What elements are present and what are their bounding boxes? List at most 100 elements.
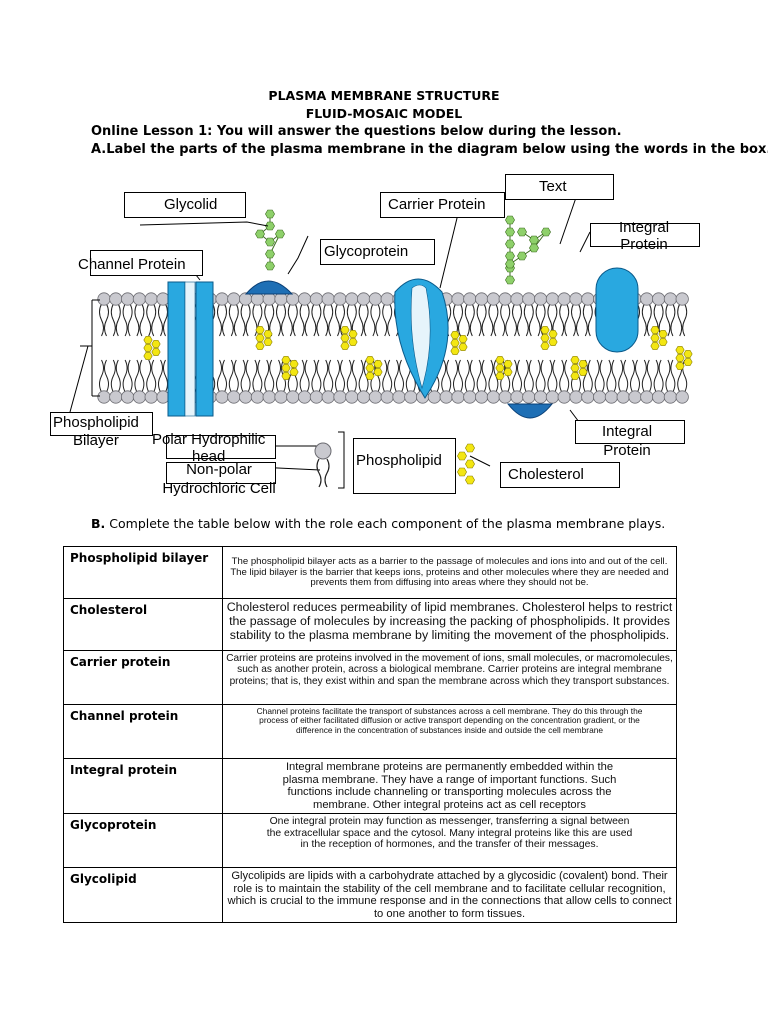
lipid-tail (512, 303, 522, 337)
phospholipid-bilayer-label: Phospholipid Bilayer (53, 414, 139, 449)
text-label-box[interactable] (505, 174, 614, 200)
cholesterol-molecule (151, 340, 161, 348)
phospholipid-head (581, 390, 595, 404)
section-b-text: Complete the table below with the role e… (109, 516, 666, 531)
phospholipid-head (451, 292, 465, 306)
polar-head-label-box[interactable] (166, 435, 276, 459)
table-row: Phospholipid bilayer The phospholipid bi… (63, 546, 677, 599)
lipid-tail (99, 359, 109, 393)
lipid-tail (677, 303, 688, 337)
component-role[interactable]: The phospholipid bilayer acts as a barri… (222, 546, 677, 599)
phospholipid-head (439, 390, 453, 404)
section-a-prefix: A. (91, 142, 107, 157)
sugar-unit (517, 227, 527, 237)
cholesterol-label: Cholesterol (508, 466, 584, 483)
cholesterol-molecule (373, 360, 383, 368)
phospholipid-head (297, 292, 312, 306)
lipid-tail (464, 303, 475, 337)
cholesterol-label-box[interactable] (500, 462, 620, 488)
membrane-illustration (69, 185, 693, 489)
lipid-tail (523, 359, 534, 393)
component-role[interactable]: Cholesterol reduces permeability of lipi… (222, 598, 677, 651)
glycoprotein-label-box[interactable] (320, 239, 435, 265)
phospholipid-head (404, 390, 418, 404)
phospholipid-head (557, 390, 571, 404)
lipid-tail (606, 359, 617, 393)
cholesterol-sample (465, 475, 475, 485)
phospholipid-head (132, 292, 147, 306)
component-role[interactable]: Integral membrane proteins are permanent… (222, 757, 677, 815)
lipid-tail (264, 359, 275, 393)
sugar-unit (505, 275, 515, 285)
component-role[interactable]: Channel proteins facilitate the transpor… (222, 704, 677, 759)
cholesterol-molecule (143, 336, 153, 344)
phospholipid-head (522, 390, 536, 404)
cholesterol-molecule (281, 372, 291, 380)
lipid-tail (512, 359, 522, 393)
cholesterol-molecule (683, 350, 693, 358)
table-row: Integral protein Integral membrane prote… (63, 757, 677, 815)
phospholipid-head (451, 390, 465, 404)
phospholipid-head (144, 292, 158, 306)
cholesterol-molecule (255, 342, 265, 350)
polar-head-line2: head (192, 447, 226, 465)
cholesterol-molecule (289, 368, 299, 376)
phospholipid-head (97, 390, 111, 404)
phospholipid-head (592, 390, 607, 404)
sugar-unit (275, 229, 285, 239)
cholesterol-molecule (340, 342, 350, 350)
phospholipid-bilayer-line1: Phospholipid (53, 414, 139, 431)
phospholipid-head (262, 390, 276, 404)
cholesterol-molecule (281, 356, 291, 364)
cholesterol-molecule (675, 362, 685, 370)
component-role[interactable]: Carrier proteins are proteins involved i… (222, 650, 677, 705)
cholesterol-molecule (578, 368, 588, 376)
lipid-tail (476, 303, 487, 337)
phospholipid-head (239, 390, 253, 404)
cholesterol-molecule (348, 330, 358, 338)
phospholipid-label-box[interactable] (353, 438, 456, 494)
cholesterol-molecule (548, 330, 558, 338)
phospholipid-head (321, 292, 335, 306)
polar-head-label: Polar Hydrophilic head (152, 431, 265, 465)
cholesterol-molecule (263, 330, 273, 338)
lipid-tail (500, 303, 511, 337)
phospholipid-bilayer-label-box[interactable] (50, 412, 153, 436)
phospholipid-head (427, 390, 441, 404)
integral-protein-bottom-box[interactable] (575, 420, 685, 444)
component-role[interactable]: Glycolipids are lipids with a carbohydra… (222, 867, 677, 924)
phospholipid-head (557, 292, 571, 306)
lipid-tail (122, 359, 133, 393)
phospholipid-head (321, 390, 335, 404)
cholesterol-molecule (658, 338, 668, 346)
phospholipid-head (97, 292, 111, 306)
cholesterol-molecule (458, 343, 468, 351)
sugar-unit (265, 261, 275, 271)
lipid-tail (453, 359, 463, 393)
component-role[interactable]: One integral protein may function as mes… (222, 813, 677, 869)
lipid-tail (382, 359, 393, 393)
sugar-unit (505, 251, 515, 261)
phospholipid-head (498, 390, 512, 404)
cholesterol-molecule (675, 346, 685, 354)
integral-protein-bottom-line1: Integral (602, 423, 653, 440)
integral-protein-top-box[interactable] (590, 223, 700, 247)
phospholipid-head (368, 390, 382, 404)
channel-protein-label: Channel Protein (78, 256, 186, 273)
nonpolar-label-box[interactable] (166, 462, 276, 484)
carrier-protein-label-box[interactable] (380, 192, 505, 218)
lipid-tail (110, 303, 121, 337)
lipid-tail (335, 303, 345, 337)
phospholipid-head (510, 390, 524, 404)
integral-protein-top-line2: Protein (620, 235, 668, 253)
phospholipid-head (663, 292, 678, 306)
channel-protein-label-box[interactable] (90, 250, 203, 276)
cholesterol-molecule (650, 326, 660, 334)
section-a-text: Label the parts of the plasma membrane i… (106, 142, 768, 157)
glycolid-label-box[interactable] (124, 192, 246, 218)
cholesterol-molecule (570, 356, 580, 364)
cholesterol-molecule (675, 354, 685, 362)
page-title: PLASMA MEMBRANE STRUCTURE (268, 88, 500, 103)
glycoprotein-label: Glycoprotein (324, 243, 409, 260)
lipid-tail (641, 359, 652, 393)
